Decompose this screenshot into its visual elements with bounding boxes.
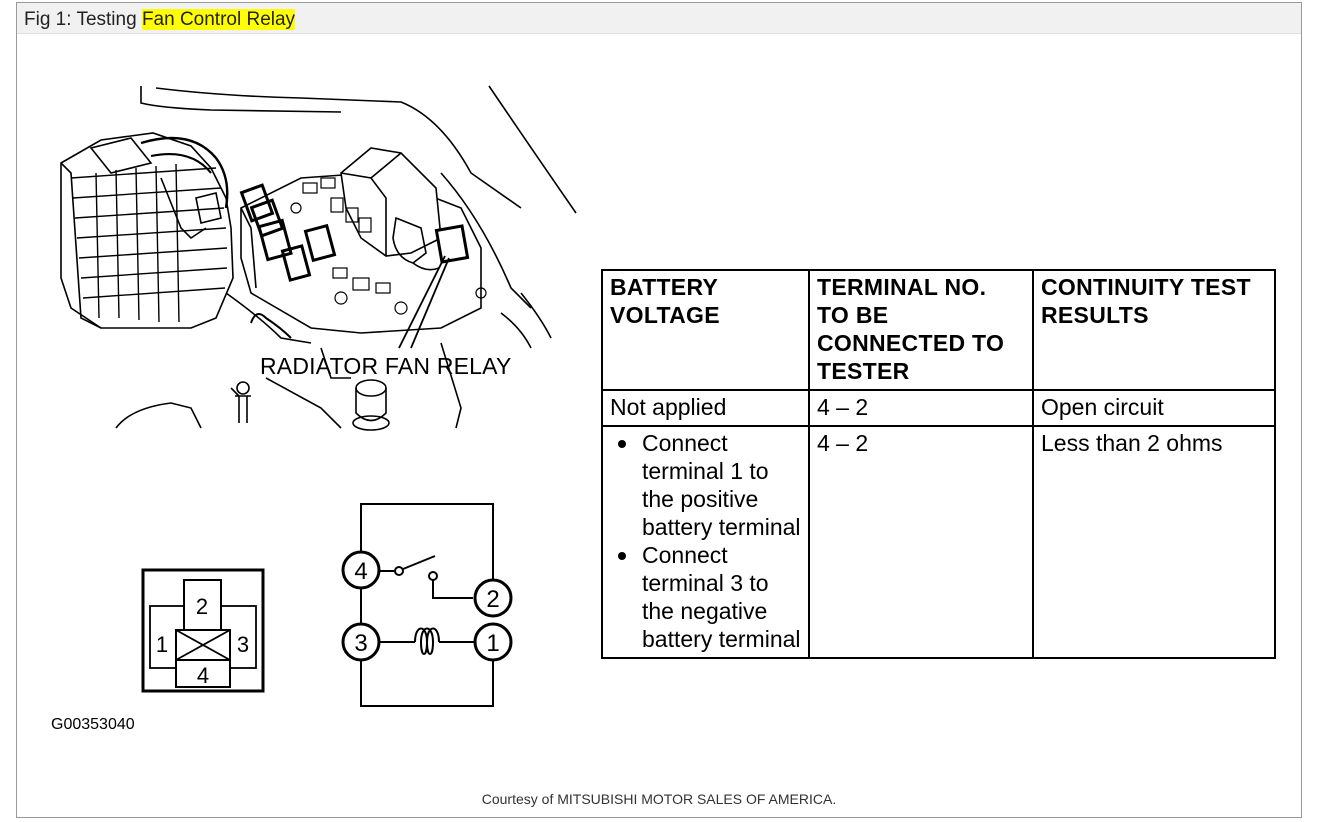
connector-terminal-1: 1 [156, 632, 168, 657]
continuity-test-table: BATTERY VOLTAGE TERMINAL NO. TO BE CONNE… [601, 269, 1276, 659]
voltage-steps-list: Connect terminal 1 to the positive batte… [610, 429, 801, 653]
connector-terminal-2: 2 [196, 594, 208, 619]
bullet-icon [618, 440, 626, 448]
bullet-icon [618, 552, 626, 560]
connector-terminal-3: 3 [237, 632, 249, 657]
table-row: Connect terminal 1 to the positive batte… [601, 425, 1276, 659]
cell-result: Less than 2 ohms [1032, 425, 1276, 659]
radiator-fan-relay-label: RADIATOR FAN RELAY [260, 353, 512, 379]
highlighted-search-term: Fan Control Relay [141, 9, 296, 30]
cell-voltage: Not applied [601, 389, 810, 427]
figure-header: Fig 1: Testing Fan Control Relay [17, 3, 1301, 34]
relay-circuit-schematic: 4 2 3 1 [341, 503, 513, 707]
courtesy-credit: Courtesy of MITSUBISHI MOTOR SALES OF AM… [481, 791, 837, 807]
circuit-terminal-1: 1 [486, 630, 499, 657]
table-row: Not applied 4 – 2 Open circuit [601, 389, 1276, 427]
list-item: Connect terminal 1 to the positive batte… [618, 429, 801, 541]
header-terminal-no: TERMINAL NO. TO BE CONNECTED TO TESTER [808, 269, 1034, 391]
engine-bay-illustration [60, 85, 577, 431]
table-header-row: BATTERY VOLTAGE TERMINAL NO. TO BE CONNE… [601, 269, 1276, 391]
list-item: Connect terminal 3 to the negative batte… [618, 541, 801, 653]
circuit-terminal-4: 4 [354, 558, 367, 585]
cell-result: Open circuit [1032, 389, 1276, 427]
relay-connector-diagram: 1 2 3 4 [141, 568, 265, 693]
cell-voltage: Connect terminal 1 to the positive batte… [601, 425, 810, 659]
circuit-terminal-2: 2 [486, 586, 499, 613]
circuit-terminal-3: 3 [354, 630, 367, 657]
title-text: Fig 1: Testing [24, 9, 142, 30]
figure-id: G00353040 [51, 716, 135, 733]
header-continuity-results: CONTINUITY TEST RESULTS [1032, 269, 1276, 391]
figure-title: Fig 1: Testing Fan Control Relay [24, 9, 296, 31]
connector-terminal-4: 4 [197, 663, 209, 688]
figure-panel: Fig 1: Testing Fan Control Relay [16, 2, 1302, 818]
cell-terminal: 4 – 2 [808, 425, 1034, 659]
cell-terminal: 4 – 2 [808, 389, 1034, 427]
header-battery-voltage: BATTERY VOLTAGE [601, 269, 810, 391]
